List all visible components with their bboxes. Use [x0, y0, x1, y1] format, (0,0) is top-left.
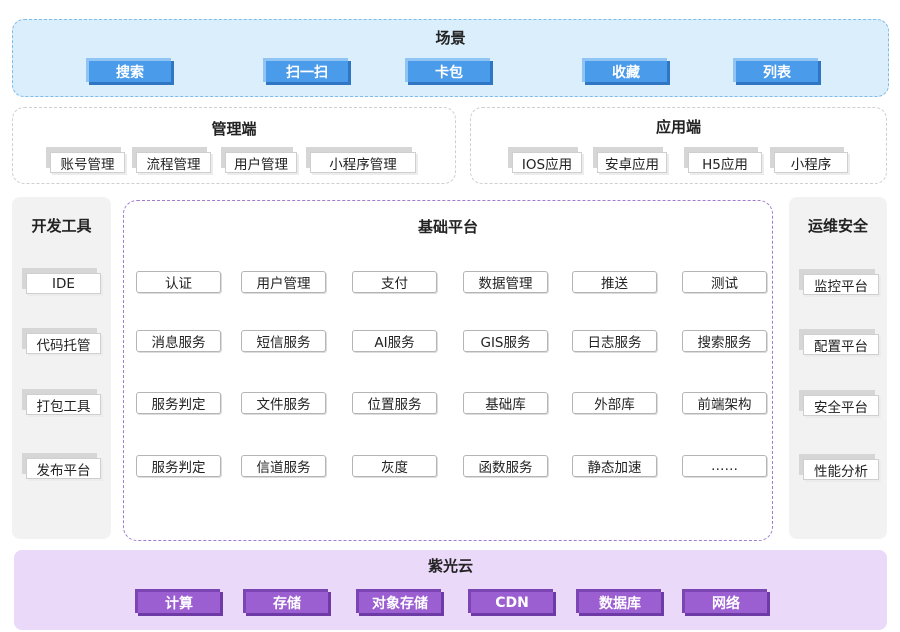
platform-tile[interactable]: 数据管理: [463, 271, 548, 293]
platform-tile[interactable]: 测试: [682, 271, 767, 293]
platform-tile[interactable]: 位置服务: [352, 392, 437, 414]
app-item-ios[interactable]: IOS应用: [512, 152, 582, 173]
app-item-miniprogram[interactable]: 小程序: [774, 152, 848, 173]
dev-tools-title: 开发工具: [31, 217, 92, 235]
admin-item-workflow[interactable]: 流程管理: [136, 152, 211, 173]
platform-tile[interactable]: 服务判定: [136, 392, 221, 414]
dev-item-code-hosting[interactable]: 代码托管: [26, 333, 101, 354]
platform-tile[interactable]: 推送: [572, 271, 657, 293]
app-side-title: 应用端: [655, 118, 701, 136]
dev-item-ide[interactable]: IDE: [26, 273, 101, 294]
cloud-item-compute[interactable]: 计算: [138, 592, 223, 616]
platform-tile[interactable]: 信道服务: [241, 455, 326, 477]
platform-tile[interactable]: 支付: [352, 271, 437, 293]
platform-tile[interactable]: 基础库: [463, 392, 548, 414]
base-platform-title: 基础平台: [417, 218, 478, 236]
scene-item-card[interactable]: 卡包: [408, 61, 493, 85]
platform-tile[interactable]: AI服务: [352, 330, 437, 352]
platform-tile[interactable]: 外部库: [572, 392, 657, 414]
app-item-android[interactable]: 安卓应用: [597, 152, 667, 173]
platform-tile[interactable]: 用户管理: [241, 271, 326, 293]
base-platform-panel: 基础平台 认证 用户管理 支付 数据管理 推送 测试 消息服务 短信服务 AI服…: [123, 200, 773, 541]
ops-item-monitoring[interactable]: 监控平台: [803, 274, 879, 295]
scene-item-list[interactable]: 列表: [736, 61, 821, 85]
scene-title: 场景: [435, 29, 466, 47]
cloud-item-database[interactable]: 数据库: [579, 592, 664, 616]
dev-tools-column: 开发工具 IDE 代码托管 打包工具 发布平台: [12, 197, 111, 539]
cloud-panel: 紫光云 计算 存储 对象存储 CDN 数据库 网络: [14, 550, 887, 630]
app-item-h5[interactable]: H5应用: [688, 152, 762, 173]
cloud-item-object-storage[interactable]: 对象存储: [359, 592, 444, 616]
platform-tile[interactable]: 文件服务: [241, 392, 326, 414]
platform-tile[interactable]: 日志服务: [572, 330, 657, 352]
platform-tile[interactable]: 认证: [136, 271, 221, 293]
platform-tile[interactable]: 静态加速: [572, 455, 657, 477]
cloud-item-storage[interactable]: 存储: [246, 592, 331, 616]
dev-item-packaging[interactable]: 打包工具: [26, 394, 101, 415]
platform-tile[interactable]: 灰度: [352, 455, 437, 477]
ops-item-config[interactable]: 配置平台: [803, 334, 879, 355]
cloud-title: 紫光云: [427, 557, 473, 575]
ops-security-column: 运维安全 监控平台 配置平台 安全平台 性能分析: [789, 197, 887, 539]
ops-item-security[interactable]: 安全平台: [803, 395, 879, 416]
admin-title: 管理端: [211, 120, 257, 138]
scene-item-scan[interactable]: 扫一扫: [266, 61, 351, 85]
platform-tile[interactable]: GIS服务: [463, 330, 548, 352]
scene-item-search[interactable]: 搜索: [89, 61, 174, 85]
dev-item-publish[interactable]: 发布平台: [26, 458, 101, 479]
scene-panel: 场景 搜索 扫一扫 卡包 收藏 列表: [12, 19, 889, 97]
platform-tile[interactable]: 搜索服务: [682, 330, 767, 352]
platform-tile[interactable]: ……: [682, 455, 767, 477]
scene-item-favorites[interactable]: 收藏: [585, 61, 670, 85]
admin-item-account[interactable]: 账号管理: [50, 152, 125, 173]
platform-tile[interactable]: 服务判定: [136, 455, 221, 477]
admin-panel: 管理端 账号管理 流程管理 用户管理 小程序管理: [12, 107, 456, 184]
cloud-item-cdn[interactable]: CDN: [471, 592, 556, 616]
cloud-item-network[interactable]: 网络: [685, 592, 770, 616]
platform-tile[interactable]: 函数服务: [463, 455, 548, 477]
platform-tile[interactable]: 前端架构: [682, 392, 767, 414]
app-side-panel: 应用端 IOS应用 安卓应用 H5应用 小程序: [470, 107, 887, 184]
ops-item-performance[interactable]: 性能分析: [803, 459, 879, 480]
platform-tile[interactable]: 消息服务: [136, 330, 221, 352]
platform-tile[interactable]: 短信服务: [241, 330, 326, 352]
ops-security-title: 运维安全: [807, 217, 868, 235]
admin-item-user[interactable]: 用户管理: [225, 152, 297, 173]
admin-item-miniprogram[interactable]: 小程序管理: [310, 152, 416, 173]
